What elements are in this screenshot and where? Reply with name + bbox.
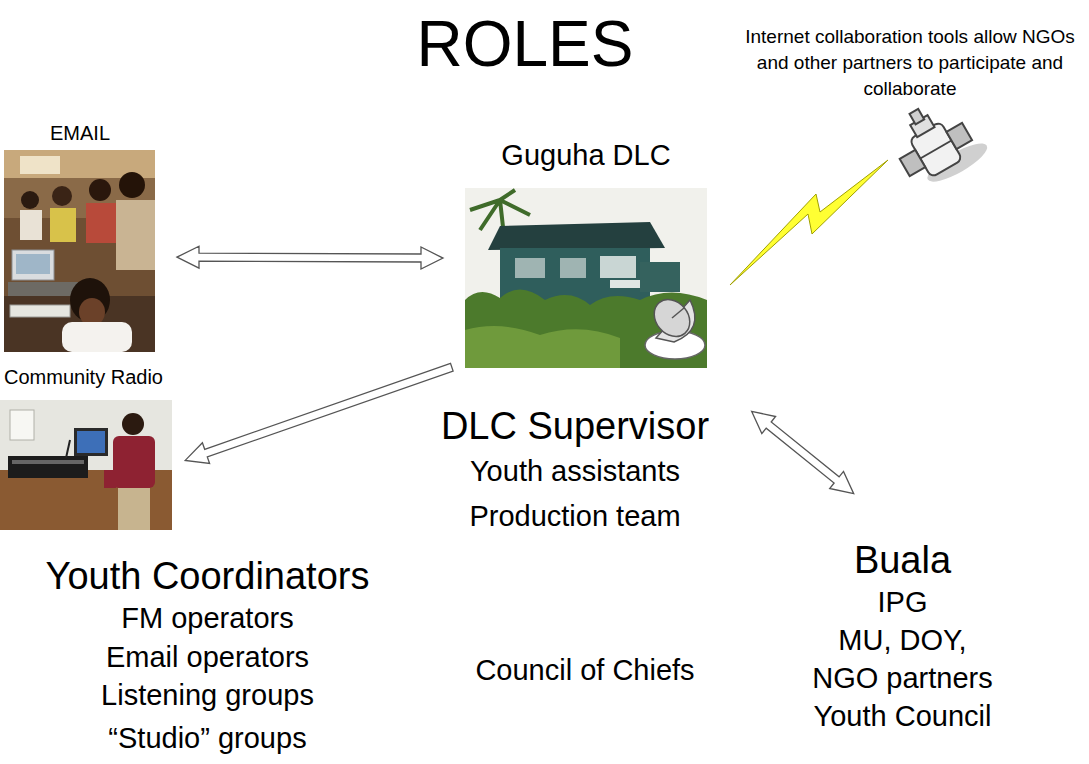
radio-studio-photo-part xyxy=(10,410,34,440)
radio-studio-photo-part xyxy=(0,400,172,530)
node-heading: Community Radio xyxy=(4,364,204,390)
radio-studio-photo xyxy=(0,400,172,530)
email-photo-part xyxy=(50,208,76,242)
role-item: “Studio” groups xyxy=(20,720,395,756)
radio-studio-photo-part xyxy=(12,460,84,464)
email-photo-part xyxy=(4,150,155,352)
dlc-building-photo-part xyxy=(465,326,620,368)
email-photo-part xyxy=(20,210,42,240)
role-item: Email operators xyxy=(20,639,395,675)
node-heading: Guguha DLC xyxy=(465,138,707,173)
hollow-arrow xyxy=(752,411,854,493)
hollow-arrow xyxy=(185,363,453,463)
dlc-building-photo-part xyxy=(465,289,707,368)
dlc-building-photo-part xyxy=(600,256,636,278)
dlc-building-photo-part xyxy=(560,258,586,278)
email-photo-part xyxy=(12,250,54,280)
dlc-building-photo-part xyxy=(647,292,697,343)
email-photo-part xyxy=(116,200,155,270)
email-photo-part xyxy=(20,156,60,174)
radio-studio-photo-part xyxy=(118,488,150,530)
node-line: NGO partners xyxy=(790,659,1015,697)
node-heading: Buala xyxy=(790,537,1015,583)
radio-studio-photo-part xyxy=(77,431,105,453)
role-group: DLC SupervisorYouth assistantsProduction… xyxy=(400,403,750,543)
email-photo xyxy=(4,150,155,352)
node-heading: EMAIL xyxy=(0,120,160,146)
hollow-arrow xyxy=(177,246,443,269)
node-line: Youth Council xyxy=(790,697,1015,735)
note-text: Internet collaboration tools allow NGOs … xyxy=(735,24,1085,102)
satellite-icon-part xyxy=(946,123,972,149)
role-item: FM operators xyxy=(20,600,395,636)
satellite-icon-part xyxy=(910,109,925,124)
email-photo-part xyxy=(86,203,116,243)
email-photo-part xyxy=(89,179,111,201)
wireless-link-bolt xyxy=(730,160,888,285)
satellite-icon xyxy=(883,88,992,195)
role-item: Listening groups xyxy=(20,677,395,713)
email-photo-part xyxy=(10,305,70,317)
node-line: IPG xyxy=(790,583,1015,621)
radio-studio-photo-part xyxy=(104,470,116,488)
dlc-building-photo-part xyxy=(640,262,680,292)
node-line: Youth assistants xyxy=(400,449,750,494)
role-item: Council of Chiefs xyxy=(440,652,730,688)
node-line: MU, DOY, xyxy=(790,621,1015,659)
radio-studio-photo-part xyxy=(74,428,108,456)
dlc-building-photo-part xyxy=(515,258,545,278)
email-photo-part xyxy=(119,172,145,198)
email-photo-part xyxy=(16,254,50,274)
node-heading: DLC Supervisor xyxy=(400,403,750,449)
radio-studio-photo-part xyxy=(113,436,155,488)
radio-studio-photo-part xyxy=(122,413,144,435)
photo-node: EMAIL xyxy=(4,150,155,352)
node-line: Production team xyxy=(400,494,750,539)
email-photo-part xyxy=(8,282,78,296)
role-group: BualaIPGMU, DOY,NGO partnersYouth Counci… xyxy=(790,495,1015,740)
photo-node: Guguha DLC xyxy=(465,188,707,368)
group-heading: Youth Coordinators xyxy=(20,553,395,599)
satellite-icon-part xyxy=(900,150,926,176)
radio-studio-photo-part xyxy=(8,456,88,478)
radio-studio-photo-part xyxy=(66,440,70,458)
email-photo-part xyxy=(79,298,105,326)
email-photo-part xyxy=(62,322,132,352)
dlc-building-photo-part xyxy=(488,222,665,250)
dlc-building-photo-part xyxy=(672,308,684,318)
photo-node: Community Radio xyxy=(0,400,172,530)
email-photo-part xyxy=(21,191,39,209)
satellite-icon-part xyxy=(920,141,951,159)
dlc-building-photo xyxy=(465,188,707,368)
email-photo-part xyxy=(52,186,72,206)
diagram-title: ROLES xyxy=(325,8,725,80)
dlc-building-photo-part xyxy=(465,188,707,368)
